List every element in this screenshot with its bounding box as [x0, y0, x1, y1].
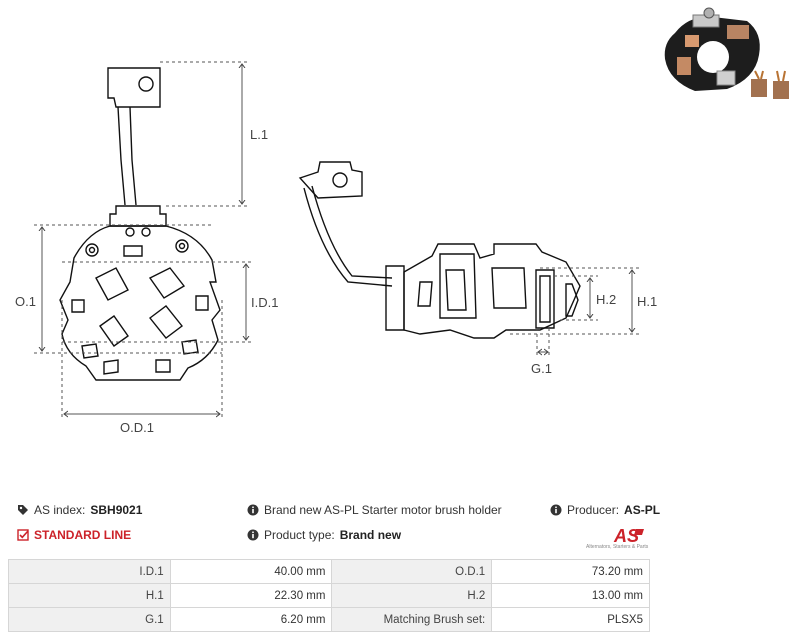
as-index: AS index: SBH9021 [17, 503, 142, 517]
logo-text: AS [613, 526, 639, 545]
producer: Producer: AS-PL [550, 503, 660, 517]
table-row: I.D.1 40.00 mm O.D.1 73.20 mm [8, 559, 650, 584]
info-row-1: AS index: SBH9021 Brand new AS-PL Starte… [0, 503, 800, 523]
dim-id1: I.D.1 [251, 295, 278, 310]
checkbox-icon [17, 529, 29, 541]
info-icon [550, 504, 562, 516]
spec-value: 40.00 mm [169, 559, 333, 584]
product-type-label: Product type: [264, 528, 335, 542]
dim-o1: O.1 [15, 294, 36, 309]
spec-value: PLSX5 [491, 607, 650, 632]
product-photo-graphic [655, 5, 795, 105]
spec-label: Matching Brush set: [331, 607, 493, 632]
dim-h2: H.2 [596, 292, 616, 307]
producer-value: AS-PL [624, 503, 661, 517]
spec-value: 73.20 mm [491, 559, 650, 584]
logo-subtitle: Alternators, Starters & Parts [586, 544, 649, 550]
as-pl-logo: AS [586, 525, 652, 551]
as-index-label: AS index: [34, 503, 86, 517]
as-index-value: SBH9021 [90, 503, 143, 517]
info-icon [247, 529, 259, 541]
spec-label: H.2 [331, 583, 493, 608]
table-row: H.1 22.30 mm H.2 13.00 mm [8, 583, 650, 608]
front-view [59, 67, 221, 381]
description-text: Brand new AS-PL Starter motor brush hold… [264, 503, 502, 517]
technical-drawing: L.1 O.1 I.D.1 O.D.1 [15, 61, 657, 435]
dim-l1: L.1 [250, 127, 268, 142]
dim-od1: O.D.1 [120, 420, 154, 435]
side-view [298, 161, 581, 339]
spec-value: 13.00 mm [491, 583, 650, 608]
product-type: Product type: Brand new [247, 528, 401, 542]
spec-label: G.1 [8, 607, 171, 632]
info-row-2: STANDARD LINE Product type: Brand new [0, 528, 800, 548]
dim-g1: G.1 [531, 361, 552, 376]
table-row: G.1 6.20 mm Matching Brush set: PLSX5 [8, 607, 650, 632]
drawing-svg: L.1 O.1 I.D.1 O.D.1 [15, 61, 657, 435]
info-icon [247, 504, 259, 516]
product-photo [655, 5, 795, 105]
specs-table: I.D.1 40.00 mm O.D.1 73.20 mm H.1 22.30 … [8, 559, 650, 632]
spec-label: O.D.1 [331, 559, 493, 584]
spec-label: H.1 [8, 583, 171, 608]
description: Brand new AS-PL Starter motor brush hold… [247, 503, 502, 517]
standard-line-text: STANDARD LINE [34, 528, 132, 542]
spec-value: 6.20 mm [169, 607, 333, 632]
dim-h1: H.1 [637, 294, 657, 309]
front-view-dimensions [34, 61, 254, 420]
producer-label: Producer: [567, 503, 620, 517]
spec-label: I.D.1 [8, 559, 171, 584]
product-type-value: Brand new [339, 528, 402, 542]
side-view-dimensions [510, 267, 640, 358]
spec-value: 22.30 mm [169, 583, 333, 608]
tag-icon [17, 504, 29, 516]
standard-line: STANDARD LINE [17, 528, 131, 542]
